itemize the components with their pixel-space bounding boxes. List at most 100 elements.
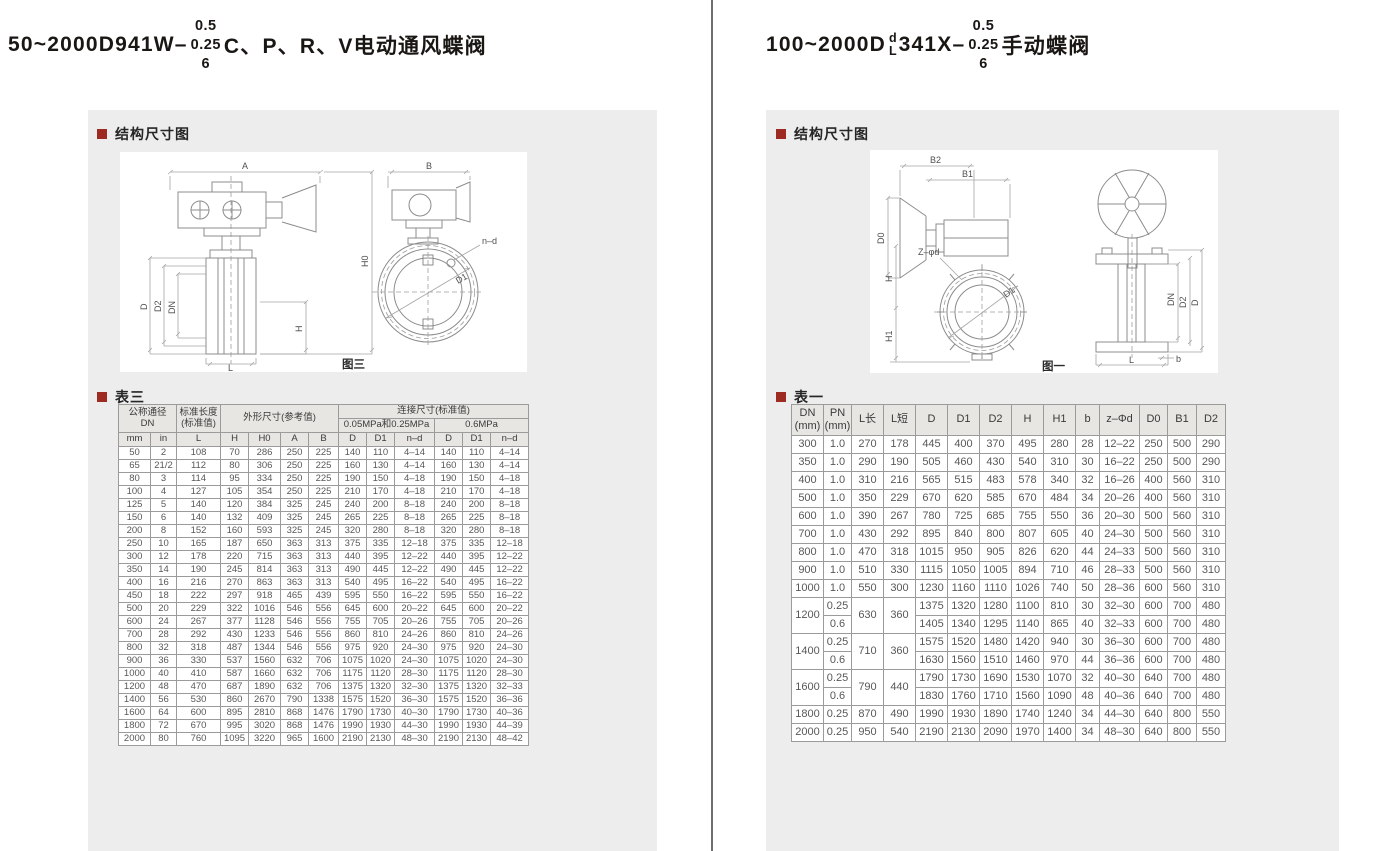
- dim-label-A: A: [242, 161, 248, 171]
- table-cell: 12–18: [490, 537, 530, 551]
- table-cell: 1016: [248, 602, 282, 616]
- table-cell: 550: [1196, 705, 1226, 724]
- table-cell: 270: [220, 576, 250, 590]
- table-cell: 950: [947, 543, 980, 562]
- table-cell: 450: [118, 589, 151, 603]
- table-cell: 12: [149, 550, 178, 564]
- table-cell: 384: [248, 498, 282, 512]
- red-square-bullet-icon: [97, 392, 107, 402]
- table-cell: 1050: [947, 561, 980, 580]
- table-cell: 20–26: [394, 615, 436, 629]
- table-cell: 975: [338, 641, 368, 655]
- table-cell: 1320: [366, 680, 396, 694]
- table-cell: 335: [366, 537, 396, 551]
- column-header: H: [1011, 404, 1044, 436]
- table-cell: 725: [947, 507, 980, 526]
- right-title-dl-stack: d L: [889, 32, 897, 58]
- table-cell: 290: [851, 453, 884, 472]
- table-cell: 24–30: [490, 641, 530, 655]
- table-cell: 250: [280, 485, 310, 499]
- table-cell: 1600: [308, 732, 340, 746]
- table-cell: 480: [1196, 687, 1226, 706]
- table-cell: 4–18: [490, 485, 530, 499]
- table-cell: 225: [308, 485, 340, 499]
- table-cell: 1660: [248, 667, 282, 681]
- table-cell: 2000: [791, 723, 824, 742]
- table-cell: 546: [280, 628, 310, 642]
- table-cell: 140: [176, 511, 222, 525]
- table-cell: 1095: [220, 732, 250, 746]
- table-cell: 160: [434, 459, 464, 473]
- table-cell: 363: [280, 576, 310, 590]
- table-cell: 48–30: [1099, 723, 1140, 742]
- table-cell: 12–22: [394, 550, 436, 564]
- table-cell: 12–22: [490, 563, 530, 577]
- table-cell: 1800: [791, 705, 824, 724]
- table-cell: 4–14: [490, 459, 530, 473]
- table-cell: 24–30: [394, 654, 436, 668]
- table-cell: 32–33: [490, 680, 530, 694]
- table-cell: 200: [118, 524, 151, 538]
- table-cell: 12–22: [490, 550, 530, 564]
- table-cell: 2000: [118, 732, 151, 746]
- column-header: b: [1075, 404, 1100, 436]
- table-cell: 300: [791, 435, 824, 454]
- table-cell: 16: [149, 576, 178, 590]
- table-cell: 240: [338, 498, 368, 512]
- table-cell: 110: [462, 446, 492, 460]
- table-cell: 114: [176, 472, 222, 486]
- table-cell: 600: [118, 615, 151, 629]
- table-cell: 2130: [947, 723, 980, 742]
- table-cell: 130: [366, 459, 396, 473]
- table-cell: 814: [248, 563, 282, 577]
- table-cell: 16–26: [1099, 471, 1140, 490]
- table-cell: 1790: [915, 669, 948, 688]
- table-cell: 2: [149, 446, 178, 460]
- table-cell: 1930: [462, 719, 492, 733]
- table-cell: 560: [1167, 489, 1197, 508]
- left-product-title: 50~2000D941W– 0.5 0.25 6 C、P、R、V电动通风蝶阀: [8, 14, 487, 76]
- table-cell: 8–18: [490, 524, 530, 538]
- table-cell: 556: [308, 615, 340, 629]
- table-cell: 318: [883, 543, 916, 562]
- table-cell: 1405: [915, 615, 948, 634]
- column-header: z–Φd: [1099, 404, 1140, 436]
- table-cell: 24–30: [490, 654, 530, 668]
- table-cell: 600: [791, 507, 824, 526]
- table-cell: 1160: [947, 579, 980, 598]
- table-cell: 12–22: [1099, 435, 1140, 454]
- table-cell: 110: [366, 446, 396, 460]
- table-cell: 1560: [248, 654, 282, 668]
- table-cell: 800: [118, 641, 151, 655]
- table-cell: 152: [176, 524, 222, 538]
- table-cell: 105: [220, 485, 250, 499]
- table-cell: 645: [338, 602, 368, 616]
- column-header: H0: [248, 432, 282, 447]
- table-cell: 334: [248, 472, 282, 486]
- table-cell: 670: [176, 719, 222, 733]
- header-row-groups: 公称通径 DN 标准长度 (标准值) 外形尺寸(参考值) 连接尺寸(标准值): [117, 404, 530, 433]
- table-cell: 30: [1075, 597, 1100, 616]
- dim-label-z-phid: Z–φd: [918, 247, 939, 257]
- table-cell: 600: [1139, 633, 1168, 652]
- table-cell: 500: [1167, 435, 1197, 454]
- left-title-pressure-stack: 0.5 0.25 6: [191, 17, 221, 74]
- table-cell: 537: [220, 654, 250, 668]
- table-cell: 190: [338, 472, 368, 486]
- table-cell: 2190: [338, 732, 368, 746]
- table-cell: 1890: [979, 705, 1012, 724]
- table-cell: 32: [1075, 669, 1100, 688]
- table-cell: 400: [791, 471, 824, 490]
- table-cell: 125: [118, 498, 151, 512]
- table-cell: 36–36: [1099, 651, 1140, 670]
- table-cell: 550: [1196, 723, 1226, 742]
- table-cell: 430: [851, 525, 884, 544]
- red-square-bullet-icon: [97, 129, 107, 139]
- table-cell: 292: [176, 628, 222, 642]
